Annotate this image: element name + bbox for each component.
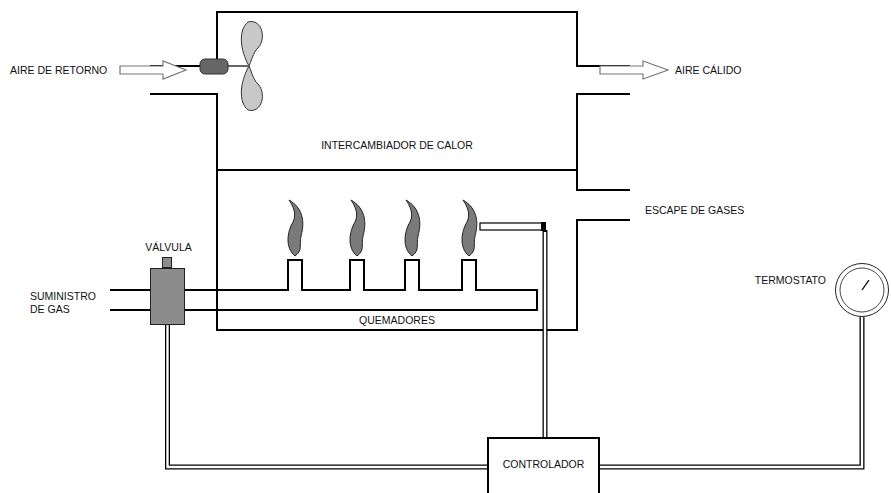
flow-label: AIRE DE RETORNO <box>10 64 107 77</box>
flow-label: AIRE CÁLIDO <box>675 64 742 77</box>
fan <box>200 22 262 111</box>
gas-valve: VÁLVULA <box>150 268 185 325</box>
thermostat: TERMOSTATO <box>835 263 889 317</box>
flow-label: SUMINISTRO DE GAS <box>30 290 105 316</box>
signal-wire <box>168 325 488 467</box>
box-label: CONTROLADOR <box>503 458 585 471</box>
flame <box>405 200 420 256</box>
exchanger-housing <box>150 12 630 170</box>
flame-sensor <box>480 222 546 440</box>
valve-label: VÁLVULA <box>131 241 206 254</box>
signal-wire <box>600 317 862 467</box>
return-air-arrow <box>120 61 186 79</box>
flame <box>288 200 303 256</box>
burner-housing <box>217 170 630 330</box>
flames <box>288 200 477 256</box>
burner-chamber: QUEMADORES <box>217 170 577 330</box>
flame <box>462 200 477 256</box>
warm-air-arrow <box>600 61 668 79</box>
flow-label: ESCAPE DE GASES <box>645 204 744 217</box>
part-label: QUEMADORES <box>359 314 435 327</box>
part-label: INTERCAMBIADOR DE CALOR <box>321 139 473 152</box>
heat-exchanger: INTERCAMBIADOR DE CALOR <box>217 12 577 170</box>
thermostat-label: TERMOSTATO <box>755 274 826 287</box>
controller-box: CONTROLADOR <box>487 437 600 493</box>
valve-knob <box>162 257 172 268</box>
gauge-face <box>835 263 889 317</box>
flame <box>350 200 365 256</box>
